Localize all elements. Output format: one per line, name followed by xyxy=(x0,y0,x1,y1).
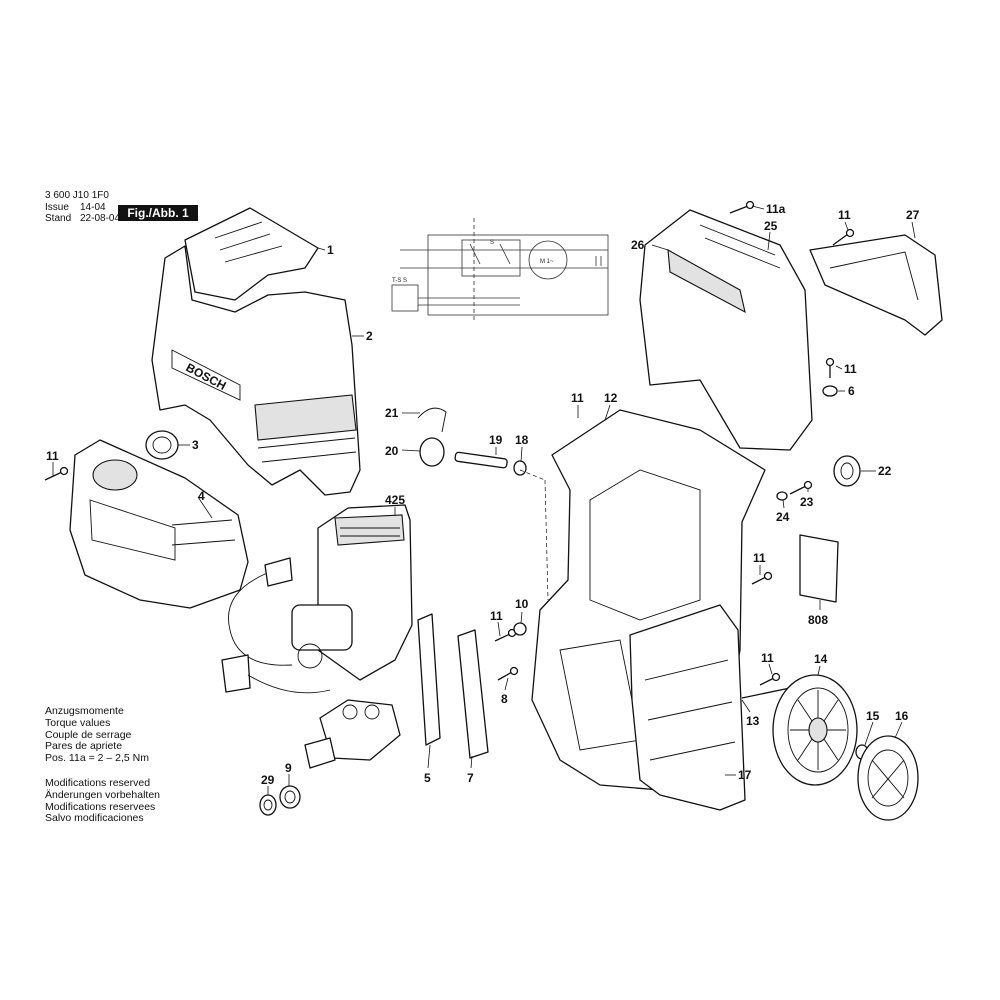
part-hose-assembly xyxy=(417,407,527,476)
callout-19: 19 xyxy=(489,433,503,447)
modification-note: Modifications reservees xyxy=(45,800,156,813)
callout-24: 24 xyxy=(776,510,790,524)
part-pump-head xyxy=(304,699,401,769)
callout-27: 27 xyxy=(906,208,920,222)
callout-6: 6 xyxy=(848,384,855,398)
modification-note: Änderungen vorbehalten xyxy=(45,788,161,801)
part-screw-left xyxy=(44,466,69,481)
part-hook xyxy=(809,234,943,336)
callout-5: 5 xyxy=(424,771,431,785)
callout-26: 26 xyxy=(631,238,645,252)
torque-note: Pos. 11a = 2 – 2,5 Nm xyxy=(45,752,149,765)
part-connector-29 xyxy=(259,794,277,816)
callout-9: 9 xyxy=(285,761,292,775)
callout-425: 425 xyxy=(385,493,405,507)
part-screw-8 xyxy=(497,666,519,681)
part-main-housing: BOSCH xyxy=(151,245,361,496)
callout-10: 10 xyxy=(515,597,529,611)
callout-13: 13 xyxy=(746,714,760,728)
part-screw-14 xyxy=(759,672,781,686)
part-bracket-7 xyxy=(457,629,489,759)
callout-23: 23 xyxy=(800,495,814,509)
part-label-808 xyxy=(799,534,839,603)
callout-808: 808 xyxy=(808,613,828,627)
callout-15: 15 xyxy=(866,709,880,723)
sensor-label: T-S S xyxy=(392,278,407,284)
part-screw-808 xyxy=(751,571,773,585)
callout-3: 3 xyxy=(192,438,199,452)
callout-29: 29 xyxy=(261,773,275,787)
part-side-cover xyxy=(629,604,746,811)
torque-notes: Anzugsmomente Torque values Couple de se… xyxy=(45,705,149,765)
stand-label: Stand xyxy=(45,213,72,224)
callout-8: 8 xyxy=(501,692,508,706)
part-motor-pump-assembly xyxy=(221,504,413,694)
part-nut-10 xyxy=(513,622,527,636)
part-hubcap xyxy=(857,735,919,821)
part-number: 3 600 J10 1F0 xyxy=(45,190,109,201)
part-screw-11a xyxy=(729,200,755,214)
callout-4: 4 xyxy=(198,489,205,503)
modification-notes: Modifications reserved Änderungen vorbeh… xyxy=(45,777,161,825)
callout-11-12: 11 xyxy=(571,391,584,405)
callout-17: 17 xyxy=(738,768,752,782)
callout-11-left: 11 xyxy=(46,449,59,463)
part-screw-10 xyxy=(494,628,517,642)
callout-11-27: 11 xyxy=(838,208,851,222)
callout-numbers: 1 2 3 4 11 425 21 20 19 18 11 12 26 11a … xyxy=(46,202,920,787)
callout-20: 20 xyxy=(385,444,399,458)
part-screw-23 xyxy=(789,480,813,495)
part-cap-22 xyxy=(833,455,861,487)
callout-7: 7 xyxy=(467,771,474,785)
part-knob xyxy=(145,430,179,460)
callout-2: 2 xyxy=(366,329,373,343)
callout-21: 21 xyxy=(385,406,399,420)
part-screw-27 xyxy=(832,228,855,246)
issue-value: 14-04 xyxy=(80,202,106,213)
stand-value: 22-08-04 xyxy=(80,213,121,224)
torque-note: Torque values xyxy=(45,716,111,729)
callout-11-6: 11 xyxy=(844,362,857,376)
callout-11-14: 11 xyxy=(761,651,774,665)
callout-16: 16 xyxy=(895,709,909,723)
motor-label: M 1~ xyxy=(540,259,554,265)
part-bracket-5 xyxy=(417,613,441,746)
issue-label: Issue xyxy=(45,202,69,213)
torque-note: Anzugsmomente xyxy=(45,705,124,717)
leader-lines xyxy=(52,205,916,795)
callout-25: 25 xyxy=(764,219,778,233)
callout-12: 12 xyxy=(604,391,618,405)
part-washer-24 xyxy=(776,491,788,501)
part-wheel xyxy=(772,674,858,786)
figure-label: Fig./Abb. 1 xyxy=(118,205,198,221)
part-handle xyxy=(639,209,813,451)
torque-note: Pares de apriete xyxy=(45,740,123,753)
callout-11-10: 11 xyxy=(490,609,503,623)
part-front-panel xyxy=(69,439,249,609)
modification-note: Modifications reserved xyxy=(45,777,151,789)
part-connector-9 xyxy=(279,785,301,809)
torque-note: Couple de serrage xyxy=(45,728,132,741)
callout-18: 18 xyxy=(515,433,529,447)
part-axle xyxy=(741,687,791,699)
callout-22: 22 xyxy=(878,464,892,478)
callout-11-808: 11 xyxy=(753,551,766,565)
modification-note: Salvo modificaciones xyxy=(45,812,144,825)
part-screw-6 xyxy=(825,357,835,378)
part-washer-6 xyxy=(822,385,838,397)
wiring-schematic: S T-S S M 1~ xyxy=(391,218,609,322)
part-top-cover xyxy=(184,207,319,301)
callout-14: 14 xyxy=(814,652,828,666)
switch-label: S xyxy=(490,240,494,246)
callout-1: 1 xyxy=(327,243,334,257)
callout-11a: 11a xyxy=(766,202,786,216)
